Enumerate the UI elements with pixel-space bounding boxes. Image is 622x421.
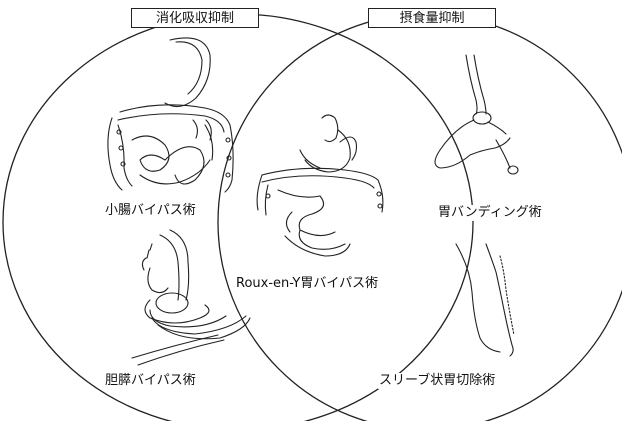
header-food-intake-restriction: 摂食量抑制 — [368, 8, 496, 28]
label-biliopancreatic-bypass: 胆膵バイパス術 — [104, 373, 197, 389]
right-circle — [217, 13, 622, 421]
label-roux-en-y-gastric-bypass: Roux-en-Y胃バイパス術 — [235, 276, 380, 292]
header-digestion-absorption-inhibition: 消化吸収抑制 — [131, 8, 259, 28]
label-sleeve-gastrectomy: スリーブ状胃切除術 — [378, 373, 497, 389]
sleeve-gastrectomy-illustration — [455, 243, 515, 357]
label-gastric-banding: 胃バンディング術 — [437, 205, 543, 221]
biliopancreatic-bypass-illustration — [131, 229, 251, 366]
roux-en-y-illustration — [256, 114, 384, 257]
left-circle — [2, 13, 474, 421]
label-small-bowel-bypass: 小腸バイパス術 — [104, 203, 197, 219]
gastric-banding-illustration — [434, 54, 519, 175]
small-bowel-bypass-illustration — [107, 37, 234, 193]
